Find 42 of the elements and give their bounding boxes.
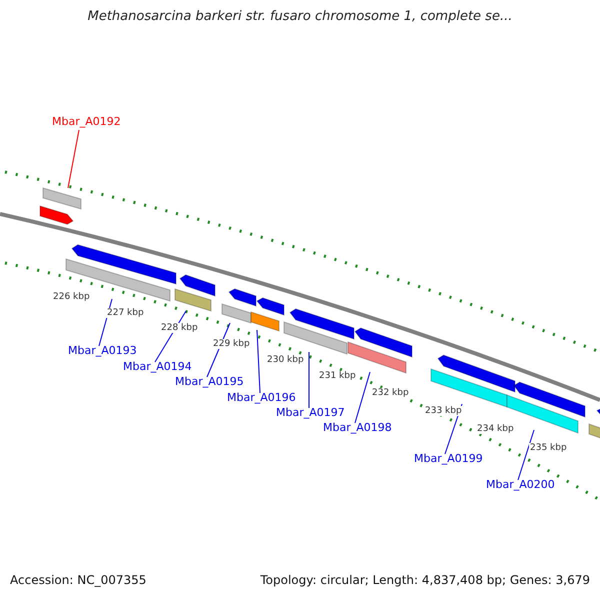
scale-label: 229 kbp	[212, 339, 251, 350]
gene-bar	[437, 354, 516, 393]
scale-label: 230 kbp	[266, 355, 305, 366]
gene-bar	[513, 382, 586, 418]
gene-bar	[71, 244, 176, 285]
scale-label: 233 kbp	[424, 406, 463, 416]
gene-bar	[256, 297, 284, 316]
leader-line	[256, 330, 260, 394]
scale-label: 235 kbp	[529, 443, 568, 454]
scale-label: 226 kbp	[52, 292, 91, 302]
genome-info-text: Topology: circular; Length: 4,837,408 bp; Genes: 3,679	[260, 574, 590, 588]
accession-text: Accession: NC_007355	[10, 574, 146, 588]
gene-label: Mbar_A0199	[414, 453, 483, 466]
gene-label: Mbar_A0193	[68, 345, 137, 358]
leader-line	[518, 430, 534, 480]
gene-bar	[430, 368, 508, 408]
gene-label: Mbar_A0200	[486, 479, 555, 492]
gene-bar	[354, 327, 412, 358]
scale-label: 232 kbp	[371, 388, 410, 398]
gene-label: Mbar_A0194	[123, 361, 192, 374]
title: Methanosarcina barkeri str. fusaro chromosome 1, complete se...	[86, 10, 514, 25]
leader-line	[68, 130, 80, 188]
gene-bar	[40, 205, 74, 225]
scale-label: 231 kbp	[318, 371, 357, 382]
scale-label: 234 kbp	[476, 424, 515, 434]
gene-label: Mbar_A0192	[52, 116, 121, 129]
gene-bar	[179, 274, 216, 297]
gene-bar	[284, 321, 348, 355]
gene-label: Mbar_A0195	[175, 376, 244, 389]
gene-bar	[250, 311, 280, 332]
gene-label: Mbar_A0198	[323, 422, 392, 435]
gene-bar	[42, 187, 82, 210]
leader-line	[308, 352, 310, 408]
scale-label: 227 kbp	[106, 308, 145, 318]
scale-label: 228 kbp	[160, 323, 199, 334]
leader-line	[354, 372, 370, 424]
gene-label: Mbar_A0196	[227, 392, 296, 405]
gene-bar	[289, 308, 354, 340]
gene-bar	[174, 288, 212, 312]
gene-label: Mbar_A0197	[276, 407, 345, 420]
gene-bar	[222, 303, 252, 324]
gene-bar	[228, 288, 256, 307]
